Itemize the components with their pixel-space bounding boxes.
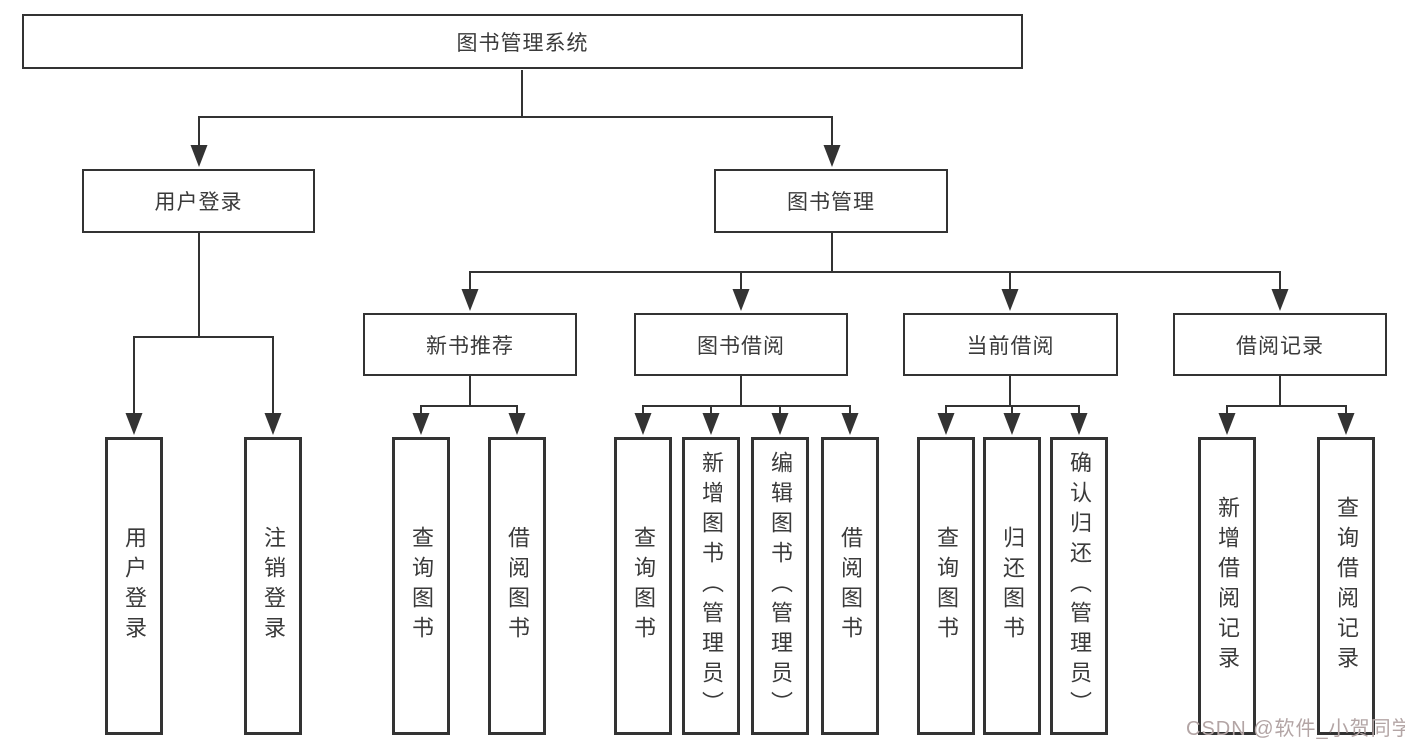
node-leaf-confirm-return-admin: 确认归还（管理员） <box>1050 437 1108 735</box>
connector-root-to-level2 <box>190 70 841 167</box>
node-label: 归还图书 <box>1000 526 1025 646</box>
node-leaf-search-books-b: 查询图书 <box>614 437 672 735</box>
node-label: 图书借阅 <box>697 334 785 358</box>
node-label: 新书推荐 <box>426 334 514 358</box>
node-label: 编辑图书（管理员） <box>768 451 793 721</box>
arrowhead <box>508 413 526 435</box>
arrowhead <box>771 413 789 435</box>
node-label: 用户登录 <box>122 526 147 646</box>
node-root-system: 图书管理系统 <box>22 14 1023 69</box>
node-book-management: 图书管理 <box>714 169 948 233</box>
csdn-watermark: CSDN @软件_小贺同学 <box>1186 718 1405 740</box>
connector-book-borrowing-to-leaves <box>634 376 859 435</box>
arrowhead <box>461 289 479 311</box>
arrowhead <box>937 413 955 435</box>
node-label: 确认归还（管理员） <box>1067 451 1092 721</box>
node-user-login: 用户登录 <box>82 169 315 233</box>
connector-new-book-recommend-to-leaves <box>412 376 526 435</box>
node-label: 查询借阅记录 <box>1334 496 1359 676</box>
node-leaf-add-books-admin: 新增图书（管理员） <box>682 437 740 735</box>
node-leaf-return-books: 归还图书 <box>983 437 1041 735</box>
node-leaf-search-borrow-record: 查询借阅记录 <box>1317 437 1375 735</box>
node-label: 图书管理 <box>787 191 875 214</box>
node-label: 用户登录 <box>154 191 243 214</box>
node-label: 图书管理系统 <box>456 31 589 55</box>
arrowhead <box>823 145 841 167</box>
arrowhead <box>1001 289 1019 311</box>
arrowhead <box>264 413 282 435</box>
node-new-book-recommend: 新书推荐 <box>363 313 577 376</box>
node-label: 借阅图书 <box>505 526 530 646</box>
arrowhead <box>190 145 208 167</box>
arrowhead <box>1271 289 1289 311</box>
node-leaf-search-books-a: 查询图书 <box>392 437 450 735</box>
connector-book-management-to-level3 <box>461 233 1289 311</box>
arrowhead <box>732 289 750 311</box>
node-label: 查询图书 <box>934 526 959 646</box>
node-leaf-logout: 注销登录 <box>244 437 302 735</box>
node-leaf-edit-books-admin: 编辑图书（管理员） <box>751 437 809 735</box>
arrowhead <box>841 413 859 435</box>
arrowhead <box>634 413 652 435</box>
connector-borrowing-records-to-leaves <box>1218 376 1355 435</box>
node-leaf-borrow-books-a: 借阅图书 <box>488 437 546 735</box>
node-label: 新增图书（管理员） <box>699 451 724 721</box>
arrowhead <box>1337 413 1355 435</box>
connector-user-login-to-leaves <box>125 233 282 435</box>
node-label: 借阅图书 <box>838 526 863 646</box>
node-label: 查询图书 <box>631 526 656 646</box>
node-leaf-user-login: 用户登录 <box>105 437 163 735</box>
node-label: 注销登录 <box>261 526 286 646</box>
arrowhead <box>412 413 430 435</box>
node-book-borrowing: 图书借阅 <box>634 313 848 376</box>
node-label: 查询图书 <box>409 526 434 646</box>
node-current-borrowing: 当前借阅 <box>903 313 1118 376</box>
node-label: 新增借阅记录 <box>1215 496 1240 676</box>
node-leaf-search-books-c: 查询图书 <box>917 437 975 735</box>
arrowhead <box>702 413 720 435</box>
node-label: 当前借阅 <box>966 334 1055 358</box>
arrowhead <box>1003 413 1021 435</box>
node-label: 借阅记录 <box>1236 334 1324 358</box>
connector-current-borrowing-to-leaves <box>937 376 1088 435</box>
node-leaf-borrow-books-b: 借阅图书 <box>821 437 879 735</box>
arrowhead <box>1218 413 1236 435</box>
arrowhead <box>1070 413 1088 435</box>
node-leaf-add-borrow-record: 新增借阅记录 <box>1198 437 1256 735</box>
node-borrowing-records: 借阅记录 <box>1173 313 1387 376</box>
arrowhead <box>125 413 143 435</box>
